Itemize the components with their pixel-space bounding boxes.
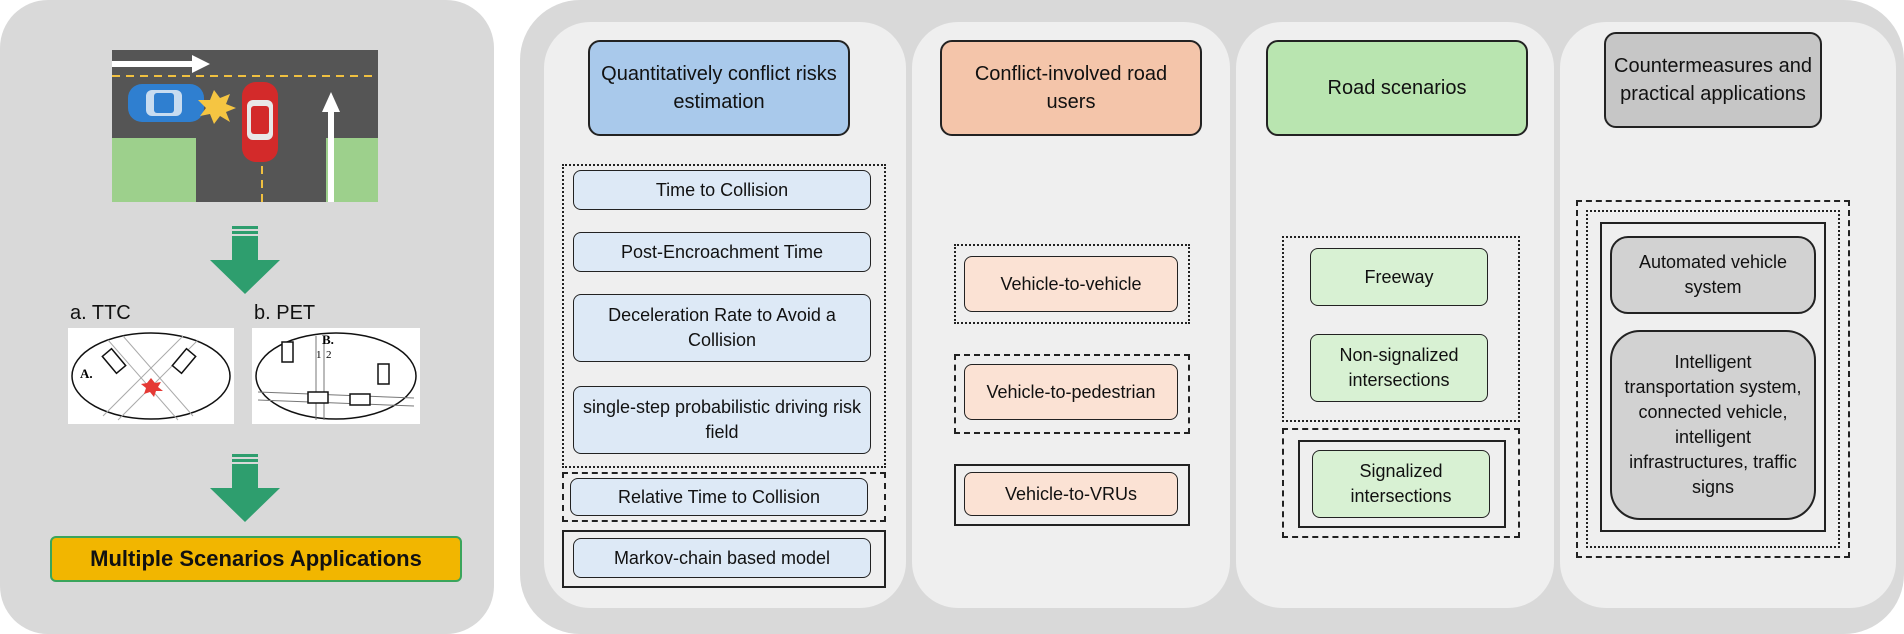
- item-freeway: Freeway: [1310, 248, 1488, 306]
- pet-lane-2: 2: [326, 349, 332, 361]
- header-road-users: Conflict-involved road users: [940, 40, 1202, 136]
- header-road-scenarios: Road scenarios: [1266, 40, 1528, 136]
- item-markov-chain-model: Markov-chain based model: [573, 538, 871, 578]
- item-non-signalized-intersections: Non-signalized intersections: [1310, 334, 1488, 402]
- group-dotted-border: [954, 244, 1190, 324]
- pet-sketch-letter: B.: [322, 332, 334, 347]
- header-countermeasures: Countermeasures and practical applicatio…: [1604, 32, 1822, 128]
- group-dashdot-border: [1282, 428, 1520, 538]
- item-intelligent-transportation-system: Intelligent transportation system, conne…: [1610, 330, 1816, 520]
- item-vehicle-to-vrus: Vehicle-to-VRUs: [964, 472, 1178, 516]
- down-arrow-icon: [210, 226, 280, 294]
- pet-lane-1: 1: [316, 349, 322, 361]
- group-dotted-border: [1282, 236, 1520, 422]
- ttc-sketch: A.: [68, 328, 234, 424]
- group-dashdot-border: [1576, 200, 1850, 558]
- group-dotted-border: [562, 164, 886, 468]
- ttc-sketch-letter: A.: [80, 366, 93, 381]
- item-vehicle-to-pedestrian: Vehicle-to-pedestrian: [964, 364, 1178, 420]
- item-probabilistic-risk-field: single-step probabilistic driving risk f…: [573, 386, 871, 454]
- pet-label: b. PET: [254, 302, 316, 324]
- item-automated-vehicle-system: Automated vehicle system: [1610, 236, 1816, 314]
- group-solid-border: [1298, 440, 1506, 528]
- header-conflict-risks: Quantitatively conflict risks estimation: [588, 40, 850, 136]
- item-post-encroachment-time: Post-Encroachment Time: [573, 232, 871, 272]
- item-relative-time-to-collision: Relative Time to Collision: [570, 478, 868, 516]
- ttc-label: a. TTC: [70, 302, 131, 324]
- item-vehicle-to-vehicle: Vehicle-to-vehicle: [964, 256, 1178, 312]
- down-arrow-icon: [210, 454, 280, 522]
- group-solid-border: [1600, 222, 1826, 532]
- group-dashdot-border: [954, 354, 1190, 434]
- red-car-icon: [242, 82, 278, 162]
- group-dotted-border: [1586, 210, 1840, 548]
- group-solid-border: [562, 530, 886, 588]
- item-deceleration-rate: Deceleration Rate to Avoid a Collision: [573, 294, 871, 362]
- group-dashdot-border: [562, 472, 886, 522]
- group-solid-border: [954, 464, 1190, 526]
- pet-sketch: B. 1 2: [252, 328, 420, 424]
- multiple-scenarios-applications-box: Multiple Scenarios Applications: [50, 536, 462, 582]
- item-signalized-intersections: Signalized intersections: [1312, 450, 1490, 518]
- item-time-to-collision: Time to Collision: [573, 170, 871, 210]
- blue-car-icon: [128, 84, 204, 122]
- intersection-illustration: [112, 50, 378, 202]
